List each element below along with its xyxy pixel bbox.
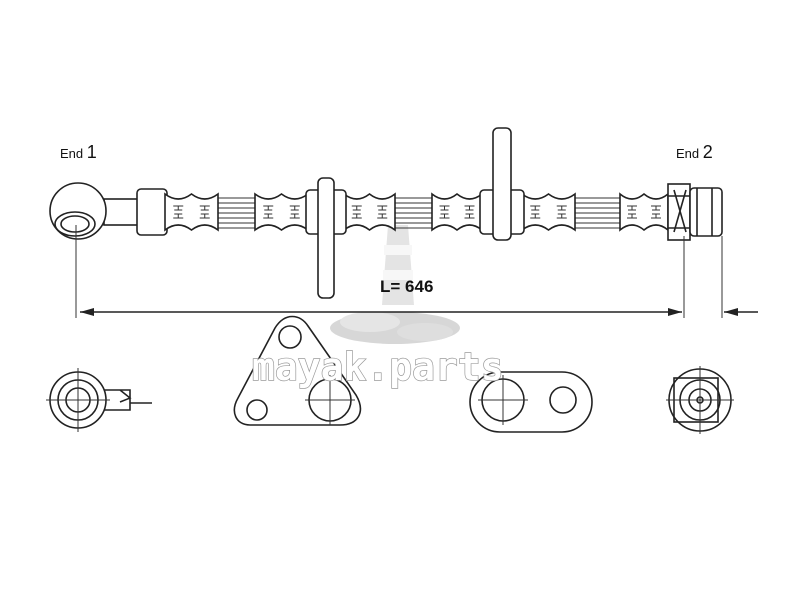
end2-label: End 2 [676, 142, 713, 162]
ribbed-hose-segment [431, 192, 483, 232]
end1-label: End 1 [60, 142, 97, 162]
ribbed-hose-segment [619, 192, 669, 232]
length-dimension-label: L= 646 [380, 277, 433, 296]
mounting-bracket-2 [492, 127, 512, 241]
brake-hose-side-view [49, 127, 723, 299]
crimp-fitting [136, 188, 168, 236]
ribbed-hose-segment [164, 192, 219, 232]
watermark-lighthouse-logo [330, 225, 460, 344]
banjo-eye [49, 182, 107, 240]
end2-fitting [689, 187, 723, 237]
watermark-text: mayak.parts [252, 345, 504, 389]
bracket-2-plate-view [469, 371, 593, 433]
ribbed-hose-segment [343, 192, 396, 232]
banjo-stem [103, 198, 141, 226]
bracket-1-plate-view [233, 315, 362, 426]
end2-fitting-end-view [666, 366, 734, 434]
braided-hose-sections [218, 197, 620, 229]
end1-banjo-end-view [46, 368, 152, 432]
length-dimension-line [75, 225, 758, 318]
ribbed-hose-segment [254, 192, 309, 232]
mounting-bracket-1 [317, 177, 335, 299]
ribbed-hose-segment [521, 192, 576, 232]
